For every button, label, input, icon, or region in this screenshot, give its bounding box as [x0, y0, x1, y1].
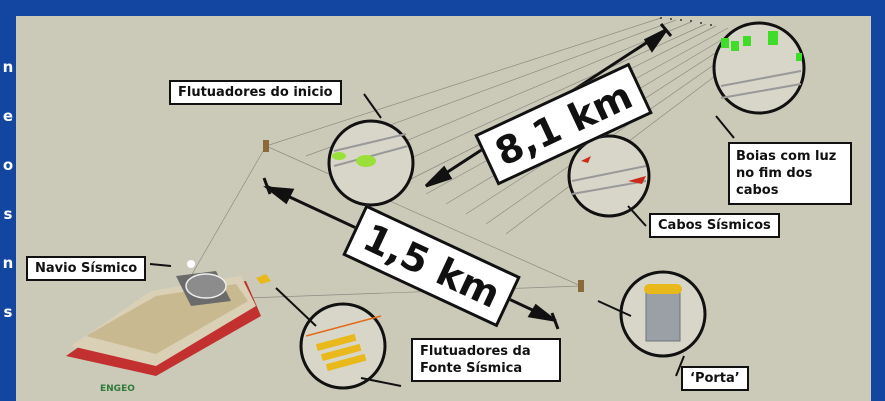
side-vertical-text: n e o s n s: [0, 60, 16, 320]
callout-source-floats-text: Flutuadores da Fonte Sísmica: [420, 344, 531, 376]
callout-seismic-ship: Navio Sísmico: [26, 256, 147, 281]
seismic-ship-illustration: [66, 260, 271, 376]
zoom-circle-door: [619, 270, 707, 358]
zoom-circle-start-floats: [327, 119, 415, 207]
callout-door: ‘Porta’: [681, 366, 749, 391]
seismic-cables: [190, 17, 769, 299]
callout-source-floats: Flutuadores da Fonte Sísmica: [411, 338, 561, 382]
callout-end-buoys: Boias com luz no fim dos cabos: [728, 142, 852, 205]
side-letter: o: [2, 156, 14, 174]
side-letter: s: [3, 303, 13, 321]
side-letter: n: [2, 254, 14, 272]
engeo-logo: ENGEO: [100, 384, 135, 394]
callout-seismic-cables: Cabos Sísmicos: [649, 213, 780, 238]
diagram-panel: Flutuadores do inicio 8,1 km Boias com l…: [16, 16, 871, 401]
zoom-circle-end-buoys: [712, 21, 806, 115]
side-letter: n: [2, 58, 14, 76]
side-letter: e: [2, 107, 14, 125]
zoom-circle-cables: [567, 134, 651, 218]
callout-arrows: [149, 93, 735, 387]
porta-left-marker: [263, 140, 269, 152]
side-letter: s: [3, 205, 13, 223]
porta-right-marker: [578, 280, 584, 292]
diagram-canvas: [66, 17, 806, 390]
callout-start-floats: Flutuadores do inicio: [169, 80, 342, 105]
callout-end-buoys-text: Boias com luz no fim dos cabos: [736, 149, 837, 198]
zoom-circle-source-floats: [299, 302, 387, 390]
end-buoys: [660, 17, 712, 26]
